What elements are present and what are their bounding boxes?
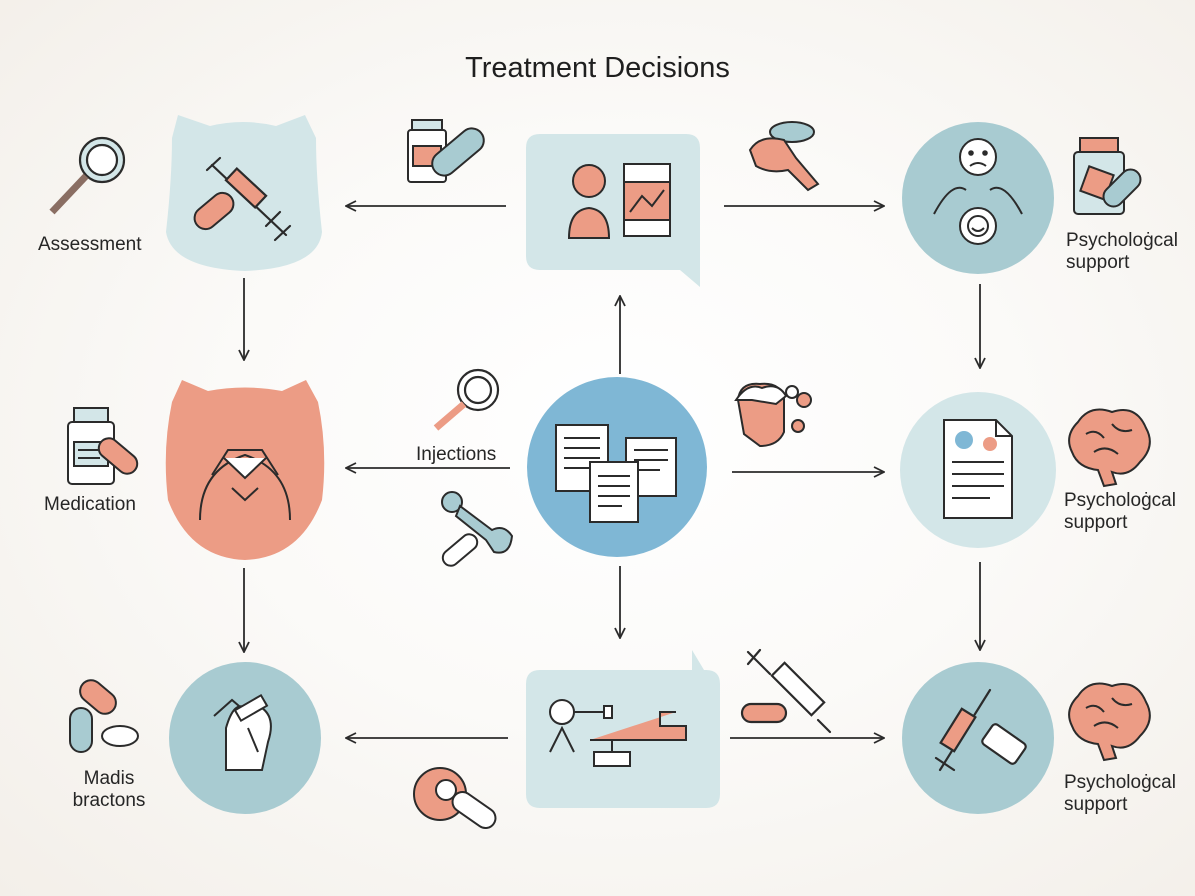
diagram-title: Treatment Decisions xyxy=(465,52,730,84)
document-icon xyxy=(943,419,1013,519)
face-icon xyxy=(734,382,812,448)
hand-icon xyxy=(748,121,820,192)
wrench-icon xyxy=(441,491,514,567)
chart-icon xyxy=(623,163,671,237)
medical-equipment-icon xyxy=(413,767,497,830)
pill-icon xyxy=(193,191,235,231)
brain-icon xyxy=(1068,408,1151,488)
center-top-bubble-node xyxy=(526,134,700,287)
magnifier-icon xyxy=(49,136,126,215)
syringe-icon xyxy=(205,156,292,242)
connector-arrows xyxy=(244,206,980,738)
brain-icon xyxy=(1068,682,1151,762)
medical-equipment-icon xyxy=(549,699,687,767)
hand-icon xyxy=(213,693,272,771)
assessment-label: Assessment xyxy=(38,234,142,255)
face-icon xyxy=(933,138,1023,245)
psych-mid-label: Psycholoġcal support xyxy=(1064,490,1176,533)
psych-bottom-label: Psycholoġcal support xyxy=(1064,772,1176,815)
document-icon xyxy=(555,424,677,523)
madis-label: Madis bractons xyxy=(72,768,146,811)
person-icon xyxy=(567,164,611,239)
medication-label: Medication xyxy=(44,494,136,515)
magnifier-icon xyxy=(433,368,500,431)
medicine-bottle-icon xyxy=(67,407,139,485)
medicine-bottle-icon xyxy=(1073,137,1142,215)
pill-icon xyxy=(69,679,139,753)
psych-bottom-circle-node xyxy=(902,662,1054,814)
psych-top-label: Psycholoġcal support xyxy=(1066,230,1178,273)
pill-icon xyxy=(431,127,485,177)
syringe-icon xyxy=(740,648,832,734)
hand-icon xyxy=(199,449,291,521)
center-bottom-bubble-node xyxy=(526,650,720,808)
syringe-icon xyxy=(934,688,1027,772)
psych-top-circle-node xyxy=(902,122,1054,274)
injections-label: Injections xyxy=(416,444,497,465)
